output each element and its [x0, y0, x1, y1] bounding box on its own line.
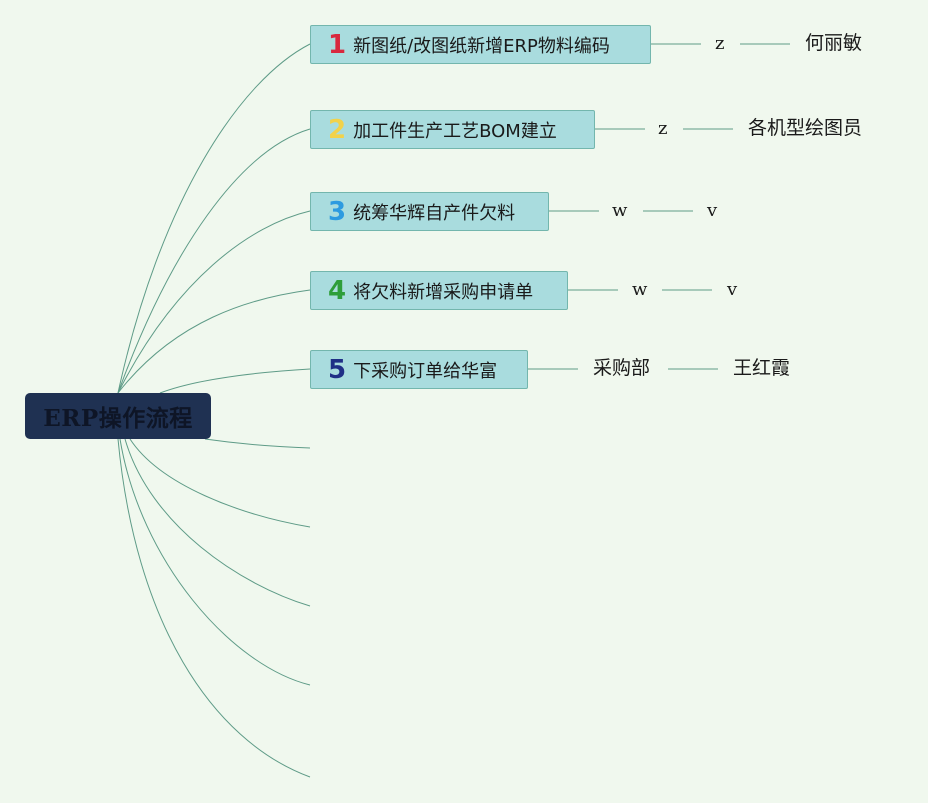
- step-1-tag-1: z: [715, 33, 725, 54]
- step-label-4: 将欠料新增采购申请单: [353, 281, 534, 303]
- step-node-5[interactable]: 5 下采购订单给华富: [310, 350, 528, 389]
- step-node-4[interactable]: 4 将欠料新增采购申请单: [310, 271, 568, 310]
- step-number-4: 4: [328, 275, 347, 306]
- root-node-label: ERP操作流程: [43, 405, 193, 432]
- step-5-tag-1: 采购部: [593, 357, 651, 379]
- link-root-empty-2: [129, 438, 311, 528]
- step-node-1[interactable]: 1 新图纸/改图纸新增ERP物料编码: [310, 25, 651, 64]
- link-root-step-5: [159, 368, 311, 394]
- link-root-step-3: [117, 210, 311, 394]
- step-label-5: 下采购订单给华富: [353, 360, 498, 382]
- link-root-empty-1: [204, 438, 311, 449]
- step-number-3: 3: [328, 196, 347, 227]
- step-4-tag-2: v: [727, 279, 738, 300]
- link-root-empty-5: [117, 438, 311, 778]
- link-root-step-1: [117, 43, 311, 394]
- step-number-1: 1: [328, 29, 347, 60]
- step-number-5: 5: [328, 354, 347, 385]
- link-root-step-2: [117, 128, 311, 394]
- step-4-tag-1: w: [632, 279, 648, 300]
- step-node-3[interactable]: 3 统筹华辉自产件欠料: [310, 192, 549, 231]
- step-1-tag-2: 何丽敏: [805, 32, 863, 54]
- step-5-tag-2: 王红霞: [733, 357, 791, 379]
- step-3-tag-2: v: [707, 200, 718, 221]
- link-root-empty-4: [119, 438, 311, 686]
- step-number-2: 2: [328, 114, 347, 145]
- step-3-tag-1: w: [612, 200, 628, 221]
- step-node-2[interactable]: 2 加工件生产工艺BOM建立: [310, 110, 595, 149]
- step-label-2: 加工件生产工艺BOM建立: [353, 120, 557, 142]
- step-2-tag-2: 各机型绘图员: [748, 117, 863, 139]
- step-2-tag-1: z: [658, 118, 668, 139]
- step-label-3: 统筹华辉自产件欠料: [353, 202, 516, 224]
- link-root-step-4: [117, 289, 311, 394]
- root-node[interactable]: ERP操作流程: [25, 393, 211, 439]
- link-root-empty-3: [124, 438, 311, 607]
- step-label-1: 新图纸/改图纸新增ERP物料编码: [353, 35, 610, 57]
